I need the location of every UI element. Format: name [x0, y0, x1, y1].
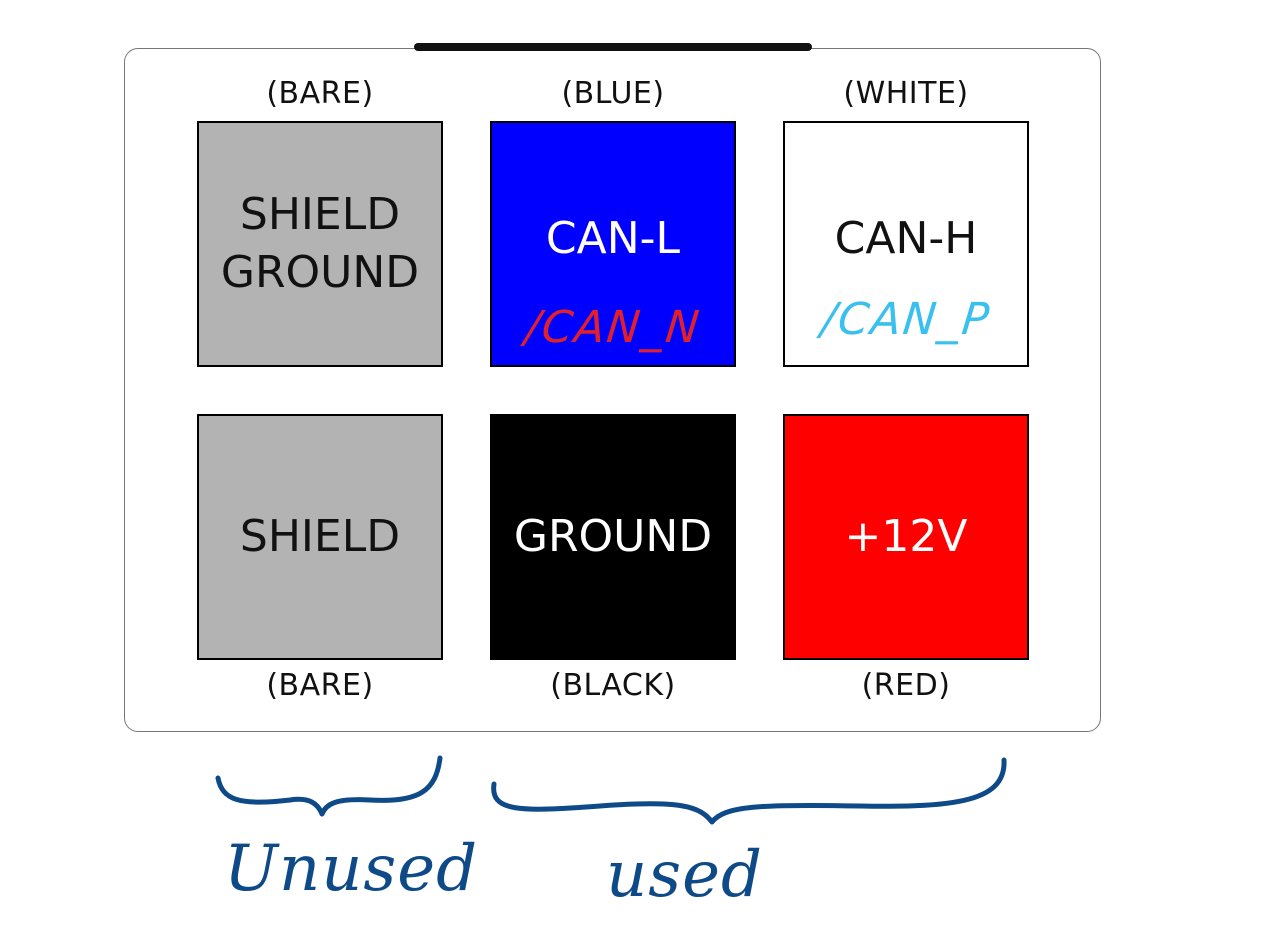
pin-name-line: CAN-L	[545, 213, 681, 264]
wire-label-bare-bottom: (BARE)	[266, 668, 374, 703]
wire-label-white: (WHITE)	[843, 76, 969, 111]
bracket-unused	[215, 755, 443, 817]
connector-key	[414, 43, 812, 51]
pin-shield: SHIELD	[197, 414, 443, 660]
wire-label-red: (RED)	[861, 668, 951, 703]
pin-can-l: CAN-L /CAN_N	[490, 121, 736, 367]
pin-name-line: SHIELD	[239, 511, 401, 562]
annotation-unused: Unused	[224, 832, 479, 906]
bracket-used	[491, 757, 1007, 825]
annotation-used: used	[606, 838, 763, 912]
pin-ground: GROUND	[490, 414, 736, 660]
wire-label-black: (BLACK)	[550, 668, 676, 703]
pin-name-line: GROUND	[220, 247, 420, 298]
pin-name-line: CAN-H	[834, 213, 978, 264]
pin-name-line: GROUND	[513, 511, 713, 562]
wire-label-bare-top: (BARE)	[266, 76, 374, 111]
pin-can-h: CAN-H /CAN_P	[783, 121, 1029, 367]
pin-name-line: +12V	[844, 511, 968, 562]
pin-plus-12v: +12V	[783, 414, 1029, 660]
pin-shield-ground: SHIELD GROUND	[197, 121, 443, 367]
pin-name-line: SHIELD	[239, 189, 401, 240]
wire-label-blue: (BLUE)	[561, 76, 665, 111]
